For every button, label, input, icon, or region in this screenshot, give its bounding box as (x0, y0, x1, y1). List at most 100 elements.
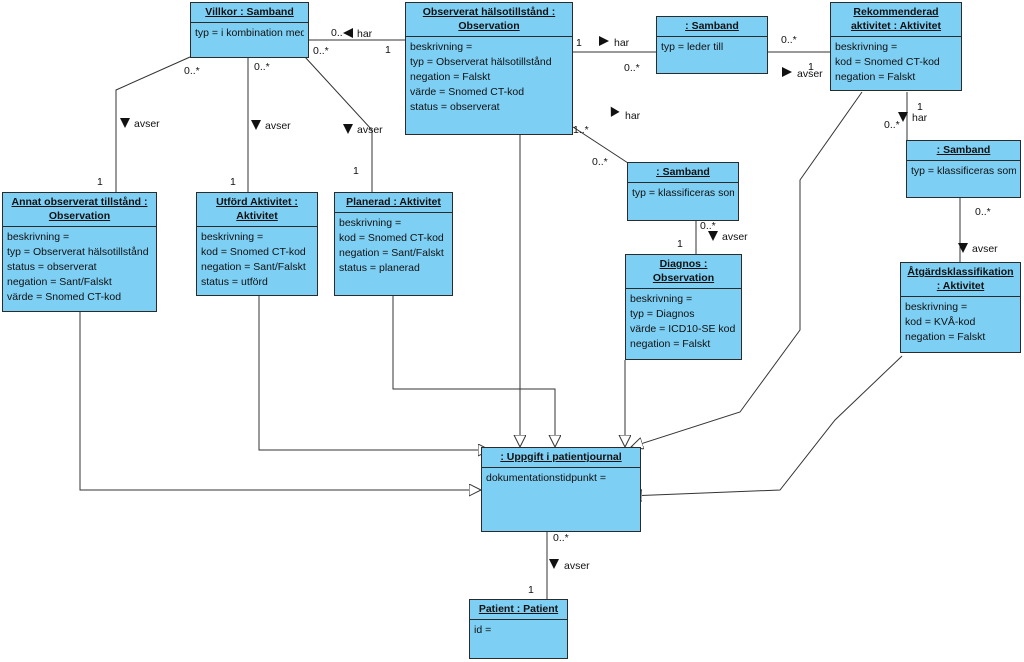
attribute: status = utförd (201, 276, 268, 288)
multiplicity-label: 0..* (884, 119, 900, 131)
utford-aktivitet-box[interactable]: Utförd Aktivitet : Aktivitet beskrivning… (196, 192, 318, 296)
edge-annat-uppgift (79, 312, 481, 490)
box-title: Åtgärdsklassifikation : Aktivitet (901, 263, 1020, 297)
attribute: typ = Diagnos (630, 308, 695, 320)
multiplicity-label: 0.. (331, 27, 343, 39)
samband-klassificeras-box-2[interactable]: : Samband typ = klassificeras som (906, 140, 1021, 198)
edge-observerat-samband-klass1 (572, 126, 629, 164)
attribute: beskrivning = (835, 41, 898, 53)
multiplicity-label: 0..* (781, 34, 797, 46)
box-attributes: typ = leder till (657, 37, 767, 58)
multiplicity-label: 1 (808, 61, 814, 73)
rekommenderad-aktivitet-box[interactable]: Rekommenderad aktivitet : Aktivitet besk… (830, 2, 962, 91)
box-title: Planerad : Aktivitet (335, 193, 452, 213)
box-title: Observerat hälsotillstånd : Observation (406, 3, 572, 37)
atgardsklassifikation-aktivitet-box[interactable]: Åtgärdsklassifikation : Aktivitet beskri… (900, 262, 1021, 353)
multiplicity-label: 0..* (184, 65, 200, 77)
samband-klassificeras-box-1[interactable]: : Samband typ = klassificeras som (627, 162, 739, 221)
direction-arrow-down-icon (958, 243, 968, 253)
attribute: negation = Falskt (410, 71, 491, 83)
multiplicity-label: 0..* (313, 45, 329, 57)
edge-villkor-annat (115, 56, 191, 192)
attribute: beskrivning = (410, 41, 473, 53)
box-title: Diagnos : Observation (626, 255, 741, 289)
attribute: status = observerat (7, 261, 97, 273)
direction-arrow-down-icon (708, 231, 718, 241)
edge-villkor-planerad (304, 56, 373, 192)
attribute: värde = ICD10-SE kod (630, 323, 736, 335)
attribute: typ = i kombination med (195, 27, 304, 39)
association-label: avser (972, 243, 998, 255)
attribute: beskrivning = (905, 301, 968, 313)
box-attributes: beskrivning = typ = Diagnos värde = ICD1… (626, 289, 741, 355)
box-title: Annat observerat tillstånd : Observation (3, 193, 156, 227)
box-attributes: dokumentationstidpunkt = (482, 468, 640, 489)
association-label: har (614, 37, 630, 49)
association-label: avser (564, 560, 590, 572)
multiplicity-label: 1 (97, 176, 103, 188)
attribute: status = planerad (339, 262, 420, 274)
multiplicity-label: 0..* (254, 61, 270, 73)
attribute: typ = Observerat hälsotillstånd (410, 56, 552, 68)
box-attributes: beskrivning = kod = KVÅ-kod negation = F… (901, 297, 1020, 348)
direction-arrow-down-icon (343, 124, 353, 134)
edge-atgard-uppgift (630, 355, 903, 496)
multiplicity-label: 0..* (553, 532, 569, 544)
uppgift-i-patientjournal-box[interactable]: : Uppgift i patientjournal dokumentation… (481, 447, 641, 532)
association-label: har (357, 28, 373, 40)
attribute: negation = Falskt (630, 338, 711, 350)
attribute: kod = Snomed CT-kod (835, 56, 940, 68)
box-attributes: typ = klassificeras som (907, 161, 1020, 182)
multiplicity-label: 1 (385, 44, 391, 56)
attribute: beskrivning = (630, 293, 693, 305)
villkor-samband-box[interactable]: Villkor : Samband typ = i kombination me… (190, 2, 309, 58)
box-attributes: beskrivning = kod = Snomed CT-kod negati… (335, 213, 452, 279)
attribute: typ = leder till (661, 41, 724, 53)
attribute: negation = Sant/Falskt (201, 261, 306, 273)
samband-leder-till-box[interactable]: : Samband typ = leder till (656, 16, 768, 74)
observerat-halsotillstand-box[interactable]: Observerat hälsotillstånd : Observation … (405, 2, 573, 135)
attribute: beskrivning = (7, 231, 70, 243)
direction-arrow-right-icon (782, 67, 792, 77)
attribute: dokumentationstidpunkt = (486, 472, 606, 484)
planerad-aktivitet-box[interactable]: Planerad : Aktivitet beskrivning = kod =… (334, 192, 453, 296)
edge-rekommenderad-uppgift (631, 91, 863, 447)
association-label: avser (265, 120, 291, 132)
direction-arrow-down-icon (251, 120, 261, 130)
attribute: typ = klassificeras som (632, 187, 734, 199)
diagnos-observation-box[interactable]: Diagnos : Observation beskrivning = typ … (625, 254, 742, 360)
attribute: status = observerat (410, 101, 500, 113)
box-title: : Samband (907, 141, 1020, 161)
edge-utford-uppgift (258, 296, 490, 450)
box-attributes: typ = klassificeras som (628, 183, 738, 204)
box-title: Patient : Patient (470, 600, 567, 620)
multiplicity-label: 0..* (700, 220, 716, 232)
attribute: typ = klassificeras som (911, 165, 1016, 177)
attribute: kod = Snomed CT-kod (201, 246, 306, 258)
association-label: har (912, 112, 928, 124)
attribute: negation = Sant/Falskt (339, 247, 444, 259)
multiplicity-label: 1 (677, 238, 683, 250)
box-attributes: beskrivning = typ = Observerat hälsotill… (406, 37, 572, 118)
annat-observerat-tillstand-box[interactable]: Annat observerat tillstånd : Observation… (2, 192, 157, 312)
box-attributes: typ = i kombination med (191, 23, 308, 44)
association-label: avser (722, 231, 748, 243)
attribute: id = (474, 624, 492, 636)
box-title: Villkor : Samband (191, 3, 308, 23)
attribute: typ = Observerat hälsotillstånd (7, 246, 149, 258)
box-title: Utförd Aktivitet : Aktivitet (197, 193, 317, 227)
multiplicity-label: 1 (353, 165, 359, 177)
multiplicity-label: 0..* (624, 62, 640, 74)
direction-arrow-down-icon (898, 112, 908, 122)
attribute: kod = Snomed CT-kod (339, 232, 444, 244)
multiplicity-label: 0..* (975, 206, 991, 218)
association-label: avser (357, 124, 383, 136)
patient-box[interactable]: Patient : Patient id = (469, 599, 568, 659)
direction-arrow-right-icon (599, 36, 609, 46)
multiplicity-label: 1 (917, 101, 923, 113)
attribute: värde = Snomed CT-kod (7, 291, 122, 303)
multiplicity-label: 1..* (573, 124, 589, 136)
box-attributes: beskrivning = typ = Observerat hälsotill… (3, 227, 156, 308)
direction-arrow-left-icon (343, 28, 353, 38)
attribute: beskrivning = (201, 231, 264, 243)
